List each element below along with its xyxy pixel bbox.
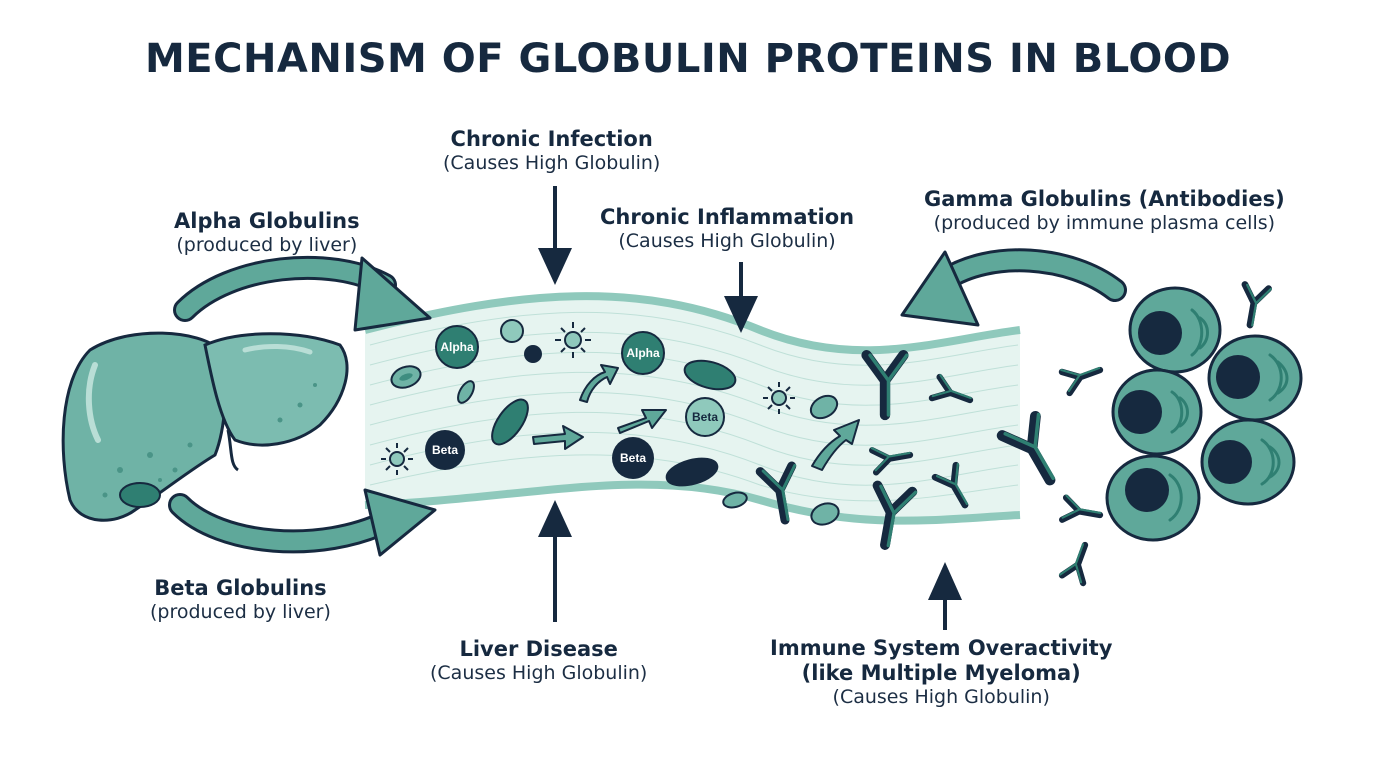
alpha-protein-badge-2 bbox=[621, 331, 665, 375]
immune-overactivity-sub: (Causes High Globulin) bbox=[832, 685, 1050, 708]
alpha-globulins-sub: (produced by liver) bbox=[176, 233, 358, 256]
cause-arrow-immune-overactivity bbox=[928, 562, 962, 630]
cause-arrow-liver-disease bbox=[538, 500, 572, 622]
beta-protein-label-2: Beta bbox=[620, 451, 646, 465]
immune-overactivity-heading: Immune System Overactivity bbox=[770, 636, 1113, 660]
liver-disease-sub: (Causes High Globulin) bbox=[430, 661, 648, 684]
chronic-inflammation-sub: (Causes High Globulin) bbox=[618, 229, 836, 252]
beta-globulins-heading: Beta Globulins bbox=[154, 576, 327, 600]
chronic-inflammation-heading: Chronic Inflammation bbox=[600, 205, 855, 229]
alpha-protein-badge-1 bbox=[435, 325, 479, 369]
beta-globulins-sub: (produced by liver) bbox=[150, 600, 331, 623]
beta-globulins-label: Beta Globulins (produced by liver) bbox=[150, 576, 331, 623]
gamma-globulins-label: Gamma Globulins (Antibodies) (produced b… bbox=[924, 187, 1285, 234]
beta-protein-label-1: Beta bbox=[432, 443, 458, 457]
beta-protein-badge-2 bbox=[612, 437, 654, 479]
alpha-globulins-label: Alpha Globulins (produced by liver) bbox=[174, 209, 360, 256]
liver-disease-label: Liver Disease (Causes High Globulin) bbox=[430, 637, 647, 684]
liver-illustration bbox=[61, 331, 349, 522]
vessel-particles: Alpha Alpha Beta Beta Beta bbox=[381, 319, 860, 526]
cause-arrow-chronic-inflammation bbox=[724, 262, 758, 333]
alpha-protein-label-2: Alpha bbox=[626, 346, 660, 360]
beta-flow-arrow bbox=[168, 488, 437, 557]
chronic-infection-heading: Chronic Infection bbox=[450, 127, 653, 151]
beta-protein-badge-3 bbox=[685, 397, 725, 437]
plasma-cells bbox=[1105, 286, 1303, 542]
alpha-flow-arrow bbox=[173, 255, 432, 332]
chronic-inflammation-label: Chronic Inflammation (Causes High Globul… bbox=[600, 205, 854, 252]
chronic-infection-sub: (Causes High Globulin) bbox=[443, 151, 661, 174]
chronic-infection-label: Chronic Infection (Causes High Globulin) bbox=[443, 127, 660, 174]
immune-overactivity-heading-2: (like Multiple Myeloma) bbox=[801, 660, 1081, 685]
diagram-title: MECHANISM OF GLOBULIN PROTEINS IN BLOOD bbox=[144, 36, 1232, 82]
cause-arrow-chronic-infection bbox=[538, 186, 572, 285]
immune-overactivity-label: Immune System Overactivity (like Multipl… bbox=[770, 636, 1112, 708]
liver-disease-heading: Liver Disease bbox=[459, 637, 618, 661]
alpha-protein-label-1: Alpha bbox=[440, 340, 474, 354]
alpha-globulins-heading: Alpha Globulins bbox=[174, 209, 360, 233]
gamma-globulins-heading: Gamma Globulins (Antibodies) bbox=[924, 187, 1285, 211]
gamma-flow-arrow bbox=[900, 248, 1127, 327]
beta-protein-label-3: Beta bbox=[692, 410, 718, 424]
gamma-globulins-sub: (produced by immune plasma cells) bbox=[933, 211, 1276, 234]
beta-protein-badge-1 bbox=[425, 430, 465, 470]
